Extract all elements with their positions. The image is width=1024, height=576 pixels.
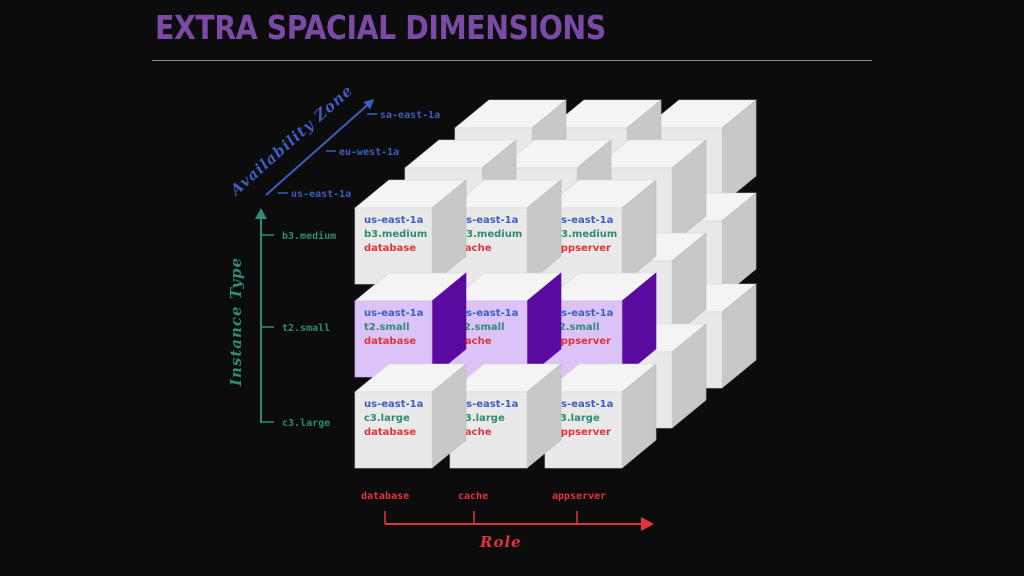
cell-zone-label: us-east-1a: [554, 399, 613, 410]
cell-role-label: appserver: [554, 243, 611, 254]
cell-instance-label: b3.medium: [459, 229, 522, 240]
cube-cell: us-east-1a c3.large cache: [449, 363, 562, 469]
zone-tick-eu-west-1a: eu-west-1a: [339, 147, 399, 158]
cube-cell: us-east-1a c3.large database: [354, 363, 467, 469]
cube-cell: us-east-1a t2.small cache: [449, 272, 562, 378]
cell-instance-label: b3.medium: [364, 229, 427, 240]
cell-role-label: database: [364, 243, 416, 254]
instance-tick-b3-medium: b3.medium: [282, 230, 336, 242]
cube-front-face: [354, 207, 433, 285]
cell-zone-label: us-east-1a: [459, 399, 518, 410]
cell-role-label: cache: [459, 336, 492, 347]
page-title: EXTRA SPACIAL DIMENSIONS: [155, 8, 606, 47]
cell-role-label: database: [364, 427, 416, 438]
instance-tick-c3-large: c3.large: [282, 418, 330, 429]
title-divider: [152, 60, 872, 61]
cube-cell: us-east-1a b3.medium cache: [449, 179, 562, 285]
cell-zone-label: us-east-1a: [364, 399, 423, 410]
cell-instance-label: c3.large: [554, 413, 600, 424]
cell-role-label: database: [364, 336, 416, 347]
cell-role-label: cache: [459, 243, 492, 254]
instance-type-axis-title: Instance Type: [227, 257, 245, 387]
instance-tick-t2-small: t2.small: [282, 323, 330, 334]
cell-zone-label: us-east-1a: [554, 308, 613, 319]
cube-cell: us-east-1a c3.large appserver: [544, 363, 657, 469]
cell-zone-label: us-east-1a: [364, 308, 423, 319]
cube-front-face: [354, 391, 433, 469]
cell-role-label: appserver: [554, 427, 611, 438]
instance-type-axis: b3.medium t2.small c3.large Instance Typ…: [227, 208, 336, 429]
cell-zone-label: us-east-1a: [459, 215, 518, 226]
cube-cell: us-east-1a t2.small appserver: [544, 272, 657, 378]
cell-role-label: cache: [459, 427, 492, 438]
cell-instance-label: b3.medium: [554, 229, 617, 240]
role-axis-title: Role: [479, 533, 522, 551]
cube-layer-us-east-1a: us-east-1a b3.medium appserver us-east-1a b3…: [354, 179, 657, 469]
availability-zone-axis-title: Availability Zone: [225, 81, 356, 200]
cube-cell: us-east-1a b3.medium appserver: [544, 179, 657, 285]
zone-tick-us-east-1a: us-east-1a: [291, 189, 351, 200]
cell-instance-label: t2.small: [364, 322, 410, 333]
role-axis: database cache appserver Role: [361, 491, 654, 551]
role-tick-cache: cache: [458, 491, 488, 502]
zone-tick-sa-east-1a: sa-east-1a: [380, 110, 440, 121]
cell-zone-label: us-east-1a: [364, 215, 423, 226]
cell-instance-label: c3.large: [364, 413, 410, 424]
role-tick-database: database: [361, 491, 409, 502]
cell-zone-label: us-east-1a: [554, 215, 613, 226]
cell-role-label: appserver: [554, 336, 611, 347]
cell-instance-label: c3.large: [459, 413, 505, 424]
role-tick-appserver: appserver: [552, 491, 606, 502]
cell-zone-label: us-east-1a: [459, 308, 518, 319]
cube-cell: us-east-1a t2.small database: [354, 272, 467, 378]
cell-instance-label: t2.small: [554, 322, 600, 333]
cube-cell: us-east-1a b3.medium database: [354, 179, 467, 285]
cell-instance-label: t2.small: [459, 322, 505, 333]
